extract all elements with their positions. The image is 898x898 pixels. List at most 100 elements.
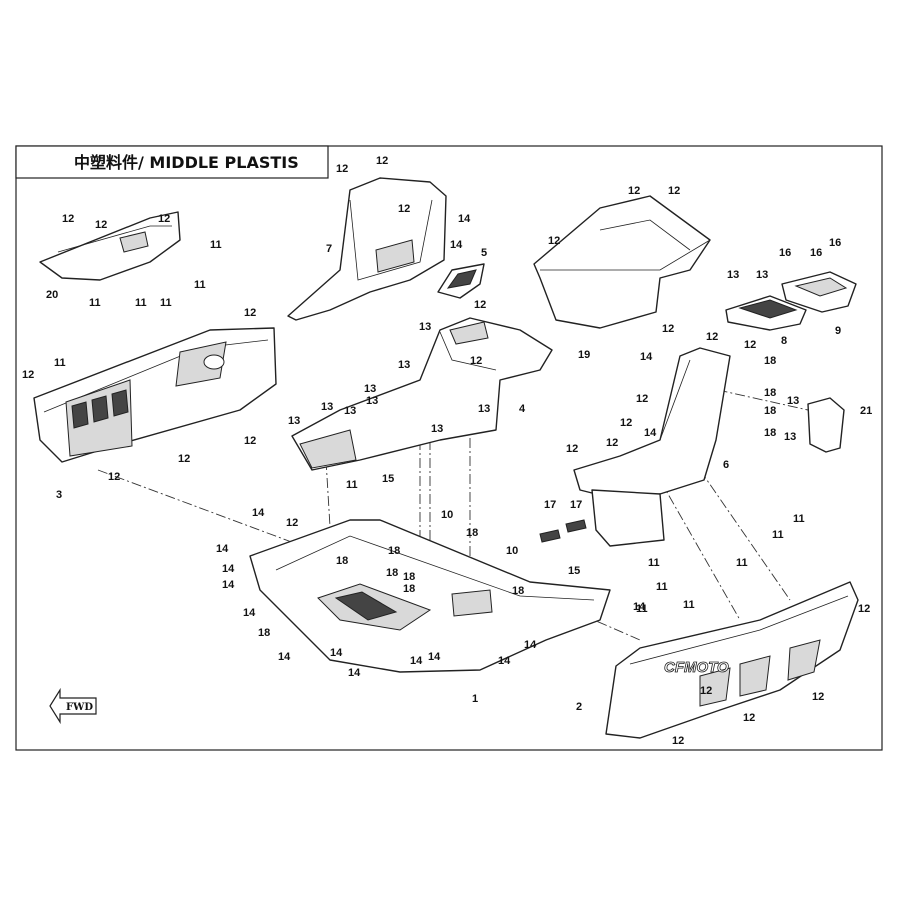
callout-12m: 12 xyxy=(470,355,482,367)
callout-12u: 12 xyxy=(620,417,632,429)
part-17-pads xyxy=(539,519,587,543)
callout-9: 9 xyxy=(835,325,841,337)
part-7-console xyxy=(287,177,447,321)
callout-11j: 11 xyxy=(656,581,668,593)
diagram-frame xyxy=(15,145,883,751)
callout-11b: 11 xyxy=(89,297,101,309)
callout-18h: 18 xyxy=(258,627,270,639)
callout-17: 17 xyxy=(544,499,556,511)
callout-12f: 12 xyxy=(244,435,256,447)
callout-12e: 12 xyxy=(22,369,34,381)
callout-18i: 18 xyxy=(764,355,776,367)
callout-14g: 14 xyxy=(222,563,235,575)
callout-13k: 13 xyxy=(756,269,768,281)
callout-11k: 11 xyxy=(683,599,695,611)
callout-12k: 12 xyxy=(398,203,410,215)
callout-11e: 11 xyxy=(194,279,206,291)
part-6-right-console xyxy=(573,347,731,547)
callout-14c: 14 xyxy=(640,351,653,363)
callout-13j: 13 xyxy=(727,269,739,281)
callout-12ac: 12 xyxy=(858,603,870,615)
callout-18f: 18 xyxy=(466,527,478,539)
callout-14f: 14 xyxy=(216,543,229,555)
callout-12d: 12 xyxy=(244,307,256,319)
callout-16: 16 xyxy=(779,247,791,259)
part-19-storage-tub xyxy=(533,195,711,329)
callout-12x: 12 xyxy=(286,517,298,529)
callout-18c: 18 xyxy=(386,567,398,579)
callout-5: 5 xyxy=(481,247,487,259)
callout-16b: 16 xyxy=(810,247,822,259)
callout-11g: 11 xyxy=(346,479,358,491)
callout-11d: 11 xyxy=(160,297,172,309)
callout-4: 4 xyxy=(519,403,526,415)
callout-18: 18 xyxy=(336,555,348,567)
part-1-floor-pan xyxy=(249,519,611,673)
callout-14q: 14 xyxy=(633,601,646,613)
callout-11: 11 xyxy=(210,239,222,251)
callout-13l: 13 xyxy=(787,395,799,407)
callout-18b: 18 xyxy=(388,545,400,557)
part-20-panel xyxy=(39,211,181,281)
callout-14: 14 xyxy=(458,213,471,225)
callout-10: 10 xyxy=(441,509,453,521)
callout-12l: 12 xyxy=(474,299,486,311)
callout-13f: 13 xyxy=(344,405,356,417)
callout-18k: 18 xyxy=(764,405,776,417)
callout-17b: 17 xyxy=(570,499,582,511)
callout-19: 19 xyxy=(578,349,590,361)
callout-18l: 18 xyxy=(764,427,776,439)
callout-20: 20 xyxy=(46,289,58,301)
fwd-label: FWD xyxy=(66,702,93,713)
callout-14d: 14 xyxy=(644,427,657,439)
callout-14p: 14 xyxy=(524,639,537,651)
title-box xyxy=(15,145,329,179)
part-5-cover xyxy=(437,263,485,299)
callout-12w: 12 xyxy=(606,437,618,449)
callout-12h: 12 xyxy=(108,471,120,483)
callout-11c: 11 xyxy=(135,297,147,309)
callout-16c: 16 xyxy=(829,237,841,249)
callout-12q: 12 xyxy=(662,323,674,335)
callout-12b: 12 xyxy=(95,219,107,231)
callout-18g: 18 xyxy=(512,585,524,597)
callout-14j: 14 xyxy=(278,651,291,663)
callout-13: 13 xyxy=(419,321,431,333)
callout-12ab: 12 xyxy=(672,735,684,747)
callout-14b: 14 xyxy=(450,239,463,251)
callout-7: 7 xyxy=(326,243,332,255)
callout-14o: 14 xyxy=(498,655,511,667)
callout-11l: 11 xyxy=(736,557,748,569)
callout-12s: 12 xyxy=(744,339,756,351)
brand-logo: CFMOTO xyxy=(664,659,729,676)
fwd-arrow-icon: FWD xyxy=(49,687,97,725)
callout-12o: 12 xyxy=(628,185,640,197)
callout-10b: 10 xyxy=(506,545,518,557)
callout-14k: 14 xyxy=(330,647,343,659)
callout-18j: 18 xyxy=(764,387,776,399)
callout-14l: 14 xyxy=(348,667,361,679)
callout-14m: 14 xyxy=(410,655,423,667)
part-21-bracket xyxy=(807,397,845,453)
part-4-center-tunnel xyxy=(291,317,553,471)
callout-21: 21 xyxy=(860,405,872,417)
callout-13i: 13 xyxy=(478,403,490,415)
callout-12t: 12 xyxy=(636,393,648,405)
part-2-side-panel: CFMOTO xyxy=(605,581,859,739)
callout-2: 2 xyxy=(576,701,582,713)
callout-1: 1 xyxy=(472,693,478,705)
callout-12y: 12 xyxy=(700,685,712,697)
callout-11i: 11 xyxy=(636,603,648,615)
callout-12r: 12 xyxy=(706,331,718,343)
callout-12p: 12 xyxy=(668,185,680,197)
callout-14h: 14 xyxy=(222,579,235,591)
callout-12c: 12 xyxy=(158,213,170,225)
callout-13d: 13 xyxy=(366,395,378,407)
callout-15: 15 xyxy=(382,473,394,485)
callout-6: 6 xyxy=(723,459,729,471)
callout-3: 3 xyxy=(56,489,62,501)
callout-14e: 14 xyxy=(252,507,265,519)
